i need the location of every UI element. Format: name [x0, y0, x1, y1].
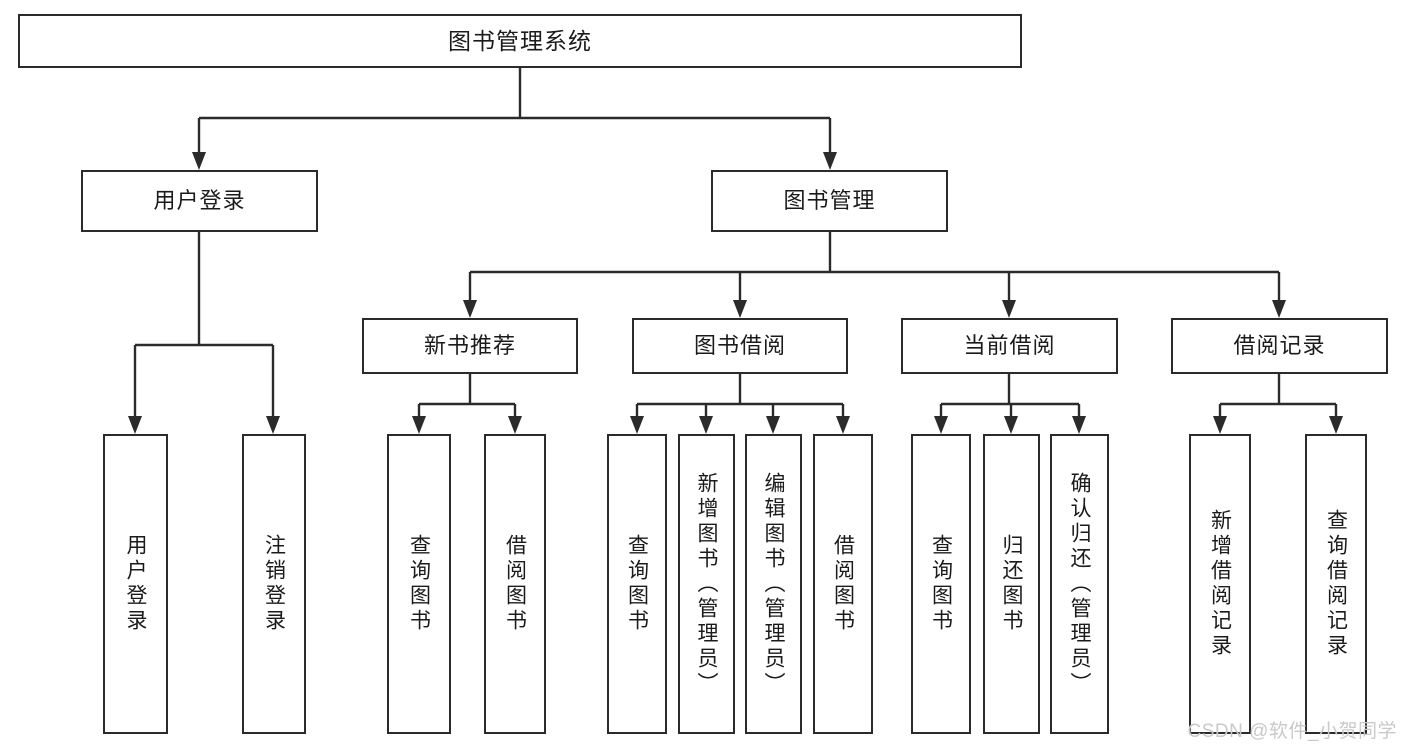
- node-root-label: 图书管理系统: [448, 27, 592, 54]
- leaf-query-books-recommend[interactable]: 查询图书: [387, 434, 451, 734]
- leaf-query-books-recommend-label: 查询图书: [407, 534, 431, 634]
- leaf-query-books-borrow[interactable]: 查询图书: [607, 434, 667, 734]
- leaf-query-borrow-record[interactable]: 查询借阅记录: [1305, 434, 1367, 734]
- edge-borrow-to-leaves: [630, 374, 850, 434]
- leaf-edit-book-admin[interactable]: 编辑图书（管理员）: [745, 434, 802, 734]
- leaf-return-books[interactable]: 归还图书: [983, 434, 1040, 734]
- node-user-login-label: 用户登录: [153, 188, 246, 214]
- node-book-borrow[interactable]: 图书借阅: [632, 318, 848, 374]
- leaf-user-logout[interactable]: 注销登录: [242, 434, 306, 734]
- leaf-edit-book-admin-label: 编辑图书（管理员）: [762, 471, 785, 697]
- node-borrow-records[interactable]: 借阅记录: [1171, 318, 1388, 374]
- node-current-borrow-label: 当前借阅: [963, 333, 1056, 359]
- leaf-user-logout-label: 注销登录: [262, 534, 286, 634]
- edge-books-to-level3: [463, 232, 1286, 318]
- node-new-book-recommend-label: 新书推荐: [423, 333, 516, 359]
- leaf-user-login-label: 用户登录: [124, 534, 147, 634]
- leaf-user-login[interactable]: 用户登录: [103, 434, 168, 734]
- node-book-borrow-label: 图书借阅: [693, 333, 786, 359]
- leaf-add-borrow-record-label: 新增借阅记录: [1208, 509, 1232, 659]
- leaf-query-borrow-record-label: 查询借阅记录: [1324, 509, 1348, 659]
- node-book-management-label: 图书管理: [783, 188, 876, 214]
- node-user-login[interactable]: 用户登录: [81, 170, 318, 232]
- leaf-borrow-books[interactable]: 借阅图书: [813, 434, 873, 734]
- watermark-text: CSDN @软件_小贺同学: [1187, 721, 1397, 742]
- leaf-borrow-books-recommend[interactable]: 借阅图书: [484, 434, 546, 734]
- leaf-borrow-books-recommend-label: 借阅图书: [503, 534, 527, 634]
- leaf-add-book-admin-label: 新增图书（管理员）: [695, 471, 718, 697]
- node-book-management[interactable]: 图书管理: [711, 170, 948, 232]
- node-current-borrow[interactable]: 当前借阅: [901, 318, 1118, 374]
- node-root[interactable]: 图书管理系统: [18, 14, 1022, 68]
- leaf-add-book-admin[interactable]: 新增图书（管理员）: [678, 434, 735, 734]
- leaf-query-books-borrow-label: 查询图书: [625, 534, 649, 634]
- leaf-query-books-current-label: 查询图书: [929, 534, 953, 634]
- node-borrow-records-label: 借阅记录: [1233, 333, 1326, 359]
- leaf-borrow-books-label: 借阅图书: [831, 534, 855, 634]
- leaf-query-books-current[interactable]: 查询图书: [911, 434, 971, 734]
- edge-root-to-level2: [192, 68, 837, 170]
- leaf-confirm-return-admin-label: 确认归还（管理员）: [1068, 471, 1091, 697]
- leaf-add-borrow-record[interactable]: 新增借阅记录: [1189, 434, 1251, 734]
- edge-current-to-leaves: [934, 374, 1086, 434]
- node-new-book-recommend[interactable]: 新书推荐: [362, 318, 578, 374]
- edge-records-to-leaves: [1213, 374, 1343, 434]
- leaf-return-books-label: 归还图书: [1000, 534, 1023, 634]
- edge-newbooks-to-leaves: [412, 374, 522, 434]
- edge-login-to-leaves: [128, 232, 280, 434]
- leaf-confirm-return-admin[interactable]: 确认归还（管理员）: [1050, 434, 1109, 734]
